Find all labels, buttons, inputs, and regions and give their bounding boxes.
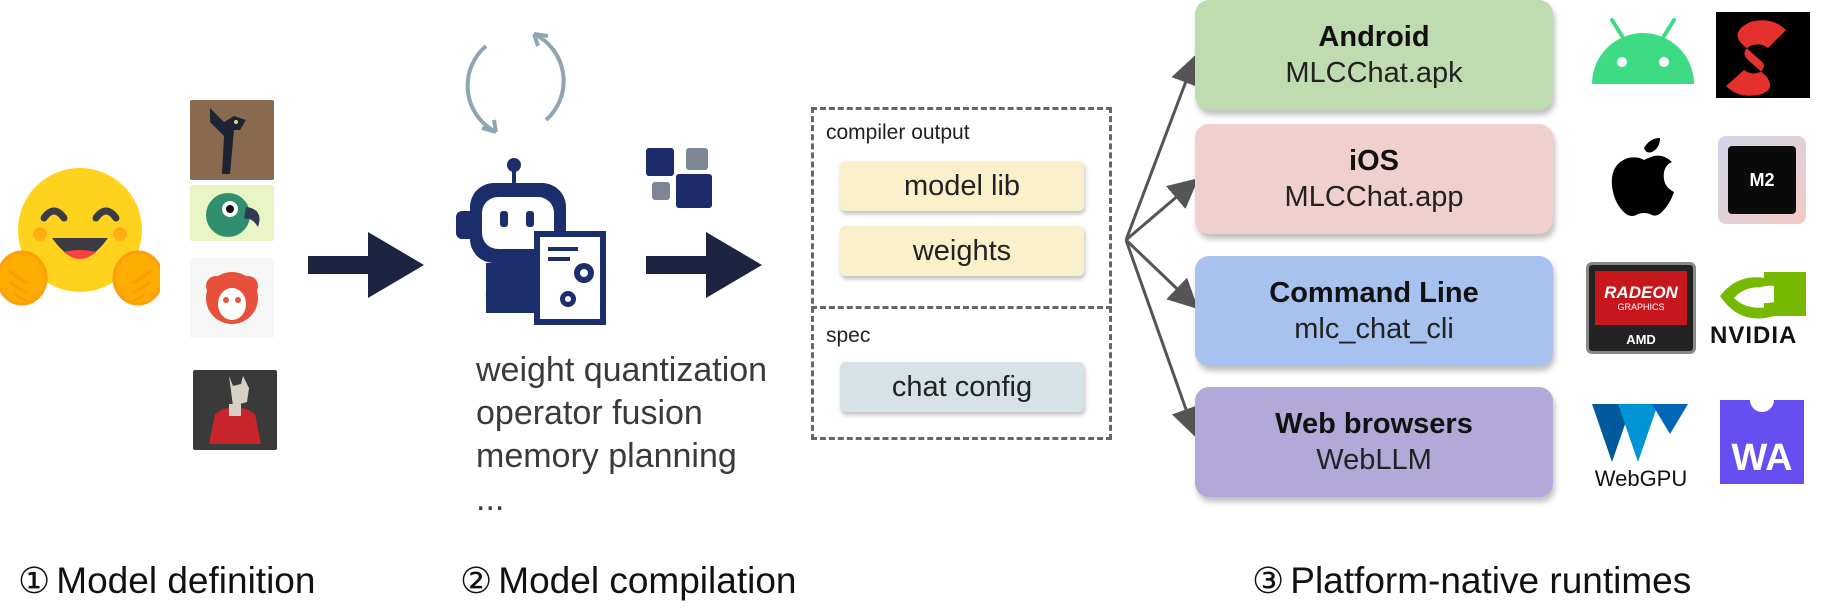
spec-label: spec	[826, 324, 871, 347]
apple-icon	[1608, 138, 1678, 223]
nvidia-icon: NVIDIA	[1710, 270, 1814, 350]
m2-label: M2	[1749, 169, 1775, 190]
wasm-label: WA	[1731, 437, 1793, 479]
artifact-chat-config: chat config	[840, 362, 1084, 412]
tvm-logo-icon	[644, 146, 714, 215]
compiler-output-label: compiler output	[826, 121, 970, 144]
model-thumbnail-sheep	[190, 258, 274, 338]
feature-item: weight quantization	[476, 351, 768, 389]
feature-item: memory planning	[476, 437, 737, 475]
compilation-feature-list: weight quantization operator fusion memo…	[476, 349, 767, 521]
platform-name: Android	[1318, 21, 1430, 53]
platform-artifact: WebLLM	[1316, 444, 1432, 476]
arrow-compilation-to-output	[646, 232, 762, 303]
webassembly-icon: WA	[1720, 398, 1804, 484]
platform-name: Command Line	[1269, 277, 1479, 309]
artifacts-box	[811, 107, 1112, 440]
platform-name: iOS	[1349, 145, 1399, 177]
amd-label: AMD	[1626, 332, 1656, 347]
webgpu-label: WebGPU	[1594, 466, 1688, 491]
webgpu-icon: WebGPU	[1588, 402, 1698, 492]
apple-m2-chip-icon: M2	[1718, 136, 1806, 224]
platform-artifact: mlc_chat_cli	[1294, 313, 1454, 345]
nvidia-label: NVIDIA	[1710, 322, 1798, 349]
huggingface-icon	[0, 160, 164, 310]
model-thumbnail-giraffe	[190, 100, 274, 180]
radeon-graphics-label: GRAPHICS	[1617, 301, 1665, 312]
model-thumbnail-alpaca	[193, 370, 277, 450]
model-thumbnail-parrot	[190, 185, 274, 241]
platform-name: Web browsers	[1275, 408, 1473, 440]
platform-web-browsers: Web browsers WebLLM	[1195, 387, 1553, 497]
amd-radeon-icon: RADEON GRAPHICS AMD	[1586, 262, 1696, 354]
platform-ios: iOS MLCChat.app	[1195, 124, 1553, 234]
platform-android: Android MLCChat.apk	[1195, 0, 1553, 110]
robot-compiler-icon	[456, 155, 616, 330]
radeon-label: RADEON	[1604, 282, 1678, 302]
feature-item: operator fusion	[476, 394, 703, 432]
android-icon	[1590, 18, 1696, 93]
platform-artifact: MLCChat.app	[1284, 181, 1464, 213]
artifact-model-lib: model lib	[840, 161, 1084, 211]
artifact-weights: weights	[840, 226, 1084, 276]
arrow-definition-to-compilation	[308, 232, 424, 303]
feature-item: ...	[476, 480, 505, 518]
platform-artifact: MLCChat.apk	[1285, 57, 1463, 89]
snapdragon-icon	[1716, 12, 1810, 98]
platform-command-line: Command Line mlc_chat_cli	[1195, 256, 1553, 366]
artifacts-divider	[811, 306, 1112, 309]
refresh-cycle-icon	[456, 24, 576, 149]
fanout-arrows	[1120, 40, 1220, 465]
